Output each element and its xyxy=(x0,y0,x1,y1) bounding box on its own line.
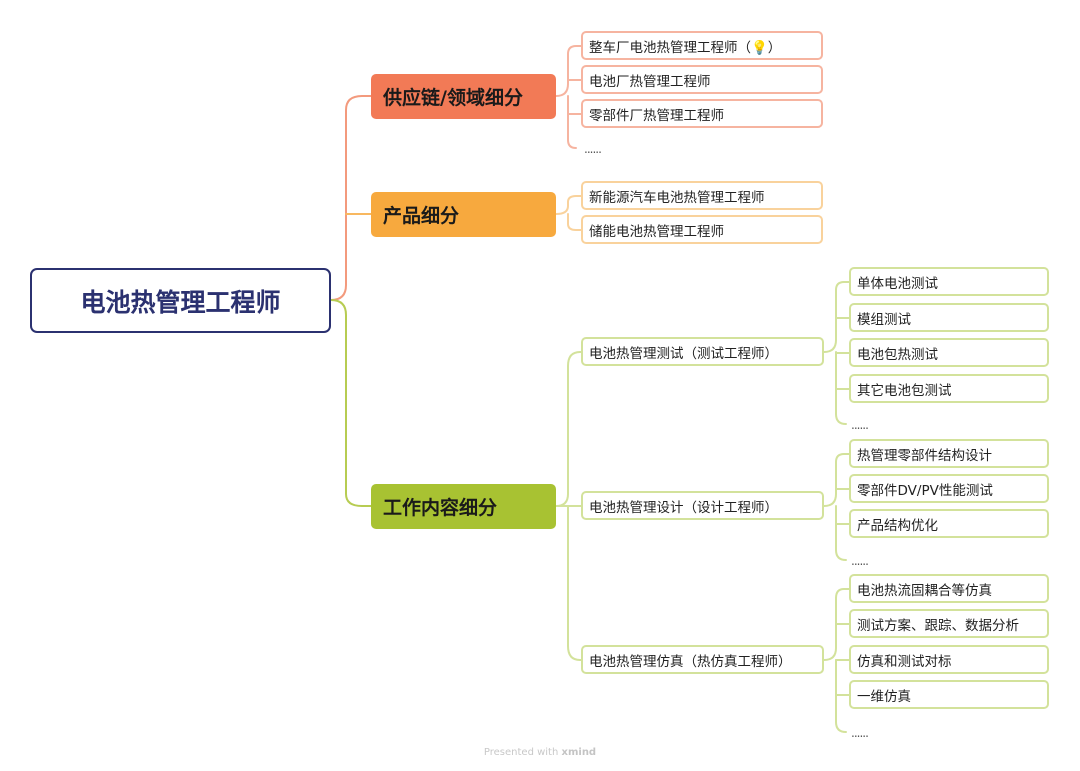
leaf-fsi-simulation[interactable]: 电池热流固耦合等仿真 xyxy=(849,574,1049,603)
root-topic[interactable]: 电池热管理工程师 xyxy=(30,268,331,333)
watermark-brand: xmind xyxy=(561,747,597,758)
leaf-other-pack-test[interactable]: 其它电池包测试 xyxy=(849,374,1049,403)
leaf-sim-test-correlation[interactable]: 仿真和测试对标 xyxy=(849,645,1049,674)
subtopic-simulation-engineer[interactable]: 电池热管理仿真（热仿真工程师） xyxy=(581,645,824,674)
leaf-structure-optimization[interactable]: 产品结构优化 xyxy=(849,509,1049,538)
topic-supply-chain[interactable]: 供应链/领域细分 xyxy=(371,74,556,119)
leaf-cell-test[interactable]: 单体电池测试 xyxy=(849,267,1049,296)
watermark: Presented with xmind xyxy=(0,747,1080,758)
subtopic-battery-maker-engineer[interactable]: 电池厂热管理工程师 xyxy=(581,65,823,94)
subtopic-test-engineer[interactable]: 电池热管理测试（测试工程师） xyxy=(581,337,824,366)
leaf-test-plan-analysis[interactable]: 测试方案、跟踪、数据分析 xyxy=(849,609,1049,638)
subtopic-parts-maker-engineer[interactable]: 零部件厂热管理工程师 xyxy=(581,99,823,128)
leaf-1d-simulation[interactable]: 一维仿真 xyxy=(849,680,1049,709)
topic-product[interactable]: 产品细分 xyxy=(371,192,556,237)
leaf-module-test[interactable]: 模组测试 xyxy=(849,303,1049,332)
leaf-dvpv-test[interactable]: 零部件DV/PV性能测试 xyxy=(849,474,1049,503)
leaf-component-design[interactable]: 热管理零部件结构设计 xyxy=(849,439,1049,468)
subtopic-oem-engineer[interactable]: 整车厂电池热管理工程师（💡） xyxy=(581,31,823,60)
watermark-prefix: Presented with xyxy=(483,747,559,758)
subtopic-storage-engineer[interactable]: 储能电池热管理工程师 xyxy=(581,215,823,244)
subtopic-design-engineer[interactable]: 电池热管理设计（设计工程师） xyxy=(581,491,824,520)
more-ellipsis: ...... xyxy=(584,142,602,156)
leaf-pack-thermal-test[interactable]: 电池包热测试 xyxy=(849,338,1049,367)
topic-work-content[interactable]: 工作内容细分 xyxy=(371,484,556,529)
more-ellipsis: ...... xyxy=(851,726,869,740)
more-ellipsis: ...... xyxy=(851,554,869,568)
subtopic-ev-engineer[interactable]: 新能源汽车电池热管理工程师 xyxy=(581,181,823,210)
more-ellipsis: ...... xyxy=(851,418,869,432)
